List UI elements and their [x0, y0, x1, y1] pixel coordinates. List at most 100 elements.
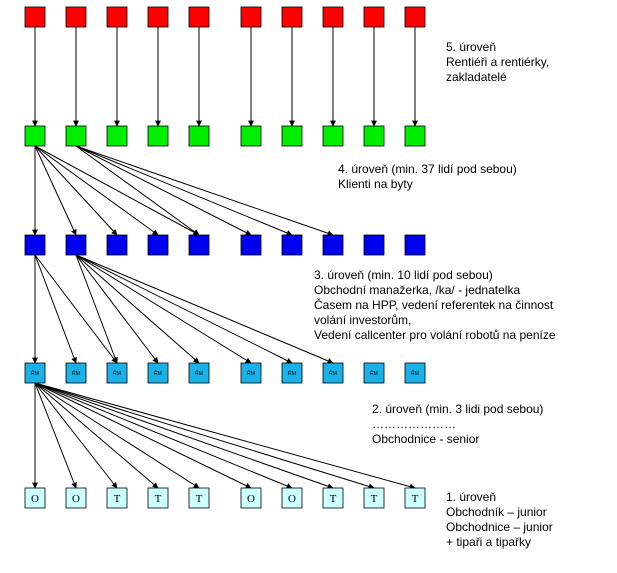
edge-arrow [34, 145, 200, 236]
level5-node [24, 6, 46, 28]
level5-node [106, 6, 128, 28]
level5-node [363, 6, 385, 28]
level1-label: 1. úroveň Obchodník – junior Obchodnice … [446, 490, 553, 550]
level5-node [147, 6, 169, 28]
level3-node [281, 234, 303, 256]
edge-arrow [34, 254, 118, 364]
level3-node-box [24, 234, 46, 256]
level5-label-line: zakladatelé [446, 70, 507, 84]
level4-node-box [147, 125, 169, 147]
level2-node-text: ŘM [288, 369, 296, 377]
level2-node-text: ŘM [31, 369, 39, 377]
level2-node-text: ŘM [195, 369, 203, 377]
level1-node-box [65, 487, 87, 509]
level4-node [147, 125, 169, 147]
level3-label-line: 3. úroveň (min. 10 lidí pod sebou) [314, 268, 493, 282]
level2-node: ŘM [322, 362, 344, 384]
level3-node [188, 234, 210, 256]
level1-node-text: O [72, 493, 80, 505]
level5-node-box [106, 6, 128, 28]
level1-label-line: Obchodnice – junior [446, 520, 553, 534]
level3-node-box [281, 234, 303, 256]
level5-label: 5. úroveň Rentiéři a rentiérky, zakladat… [446, 40, 549, 85]
level4-node [188, 125, 210, 147]
edge-arrow [34, 382, 293, 489]
edge-arrow [75, 145, 334, 237]
edge-arrow [75, 254, 293, 364]
level1-node-box [281, 487, 303, 509]
edge-arrow [75, 254, 200, 364]
level4-node-box [281, 125, 303, 147]
level4-node [106, 125, 128, 147]
edge-arrow [34, 382, 375, 490]
level1-node-text: O [247, 493, 255, 505]
level2-node: ŘM [147, 362, 169, 384]
level3-node [322, 234, 344, 256]
level1-node-text: O [288, 493, 296, 505]
level1-node-text: T [412, 493, 419, 505]
level3-label-line: Časem na HPP, vedení referentek na činno… [314, 298, 554, 312]
edge-arrow [75, 254, 334, 364]
level5-node-box [240, 6, 262, 28]
level2-node-text: ŘM [113, 369, 121, 377]
level1-node-box [322, 487, 344, 509]
level1-node: O [281, 487, 303, 509]
level3-node-box [65, 234, 87, 256]
level5-node-box [322, 6, 344, 28]
level2-node: ŘM [24, 362, 46, 384]
level5-node-box [363, 6, 385, 28]
edge-arrow [34, 382, 416, 490]
edge-arrow [34, 382, 118, 489]
level4-node-box [24, 125, 46, 147]
level3-node-box [404, 234, 426, 256]
level2-node-box [147, 362, 169, 384]
level1-node-text: O [31, 493, 39, 505]
level2-node: ŘM [363, 362, 385, 384]
level3-node [106, 234, 128, 256]
level2-node-box [65, 362, 87, 384]
level2-node-text: ŘM [411, 369, 419, 377]
level2-node-text: ŘM [72, 369, 80, 377]
level4-node [404, 125, 426, 147]
level1-node-text: T [371, 493, 378, 505]
level3-node [147, 234, 169, 256]
level3-node [65, 234, 87, 256]
level2-node-box [363, 362, 385, 384]
level2-label-line: 2. úroveň (min. 3 lidi pod sebou) [372, 402, 544, 416]
level5-node [65, 6, 87, 28]
level1-node: T [188, 487, 210, 509]
level2-node-box [106, 362, 128, 384]
level4-node-box [106, 125, 128, 147]
edge-arrow [34, 145, 77, 236]
level3-node-box [188, 234, 210, 256]
edge-arrow [34, 382, 200, 489]
level3-node-box [240, 234, 262, 256]
level5-node [188, 6, 210, 28]
level4-node-box [188, 125, 210, 147]
edge-arrow [34, 382, 159, 489]
edge-arrow [34, 254, 77, 364]
edge-arrow [34, 145, 118, 236]
level4-node [24, 125, 46, 147]
level2-node-box [322, 362, 344, 384]
edge-arrow [75, 145, 252, 236]
level2-node-text: ŘM [370, 369, 378, 377]
level1-node: T [147, 487, 169, 509]
level4-node-box [240, 125, 262, 147]
level1-label-line: 1. úroveň [446, 490, 497, 504]
level2-node-text: ŘM [247, 369, 255, 377]
edge-arrow [75, 254, 159, 364]
level3-label-line: volání investorům, [314, 313, 412, 327]
level5-node-box [65, 6, 87, 28]
level3-label-line: Obchodní manažerka, /ka/ - jednatelka [314, 283, 521, 297]
level4-node [281, 125, 303, 147]
level4-node [322, 125, 344, 147]
edge-arrow [75, 254, 252, 364]
level5-node [240, 6, 262, 28]
edge-arrow [34, 382, 252, 489]
level3-node-box [363, 234, 385, 256]
level3-node [240, 234, 262, 256]
edge-arrow [75, 145, 200, 236]
level3-node-box [147, 234, 169, 256]
level1-node: O [240, 487, 262, 509]
